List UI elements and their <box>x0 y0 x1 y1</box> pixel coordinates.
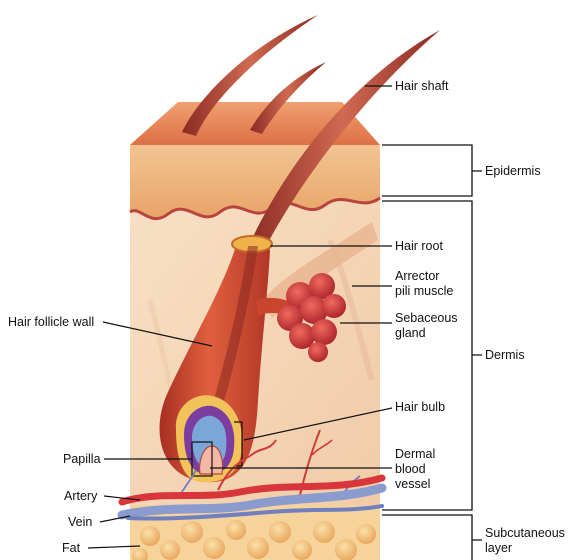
label-arrector-line2: pili muscle <box>395 284 453 298</box>
layer-brackets <box>382 145 482 560</box>
label-hair-shaft: Hair shaft <box>395 79 449 93</box>
label-sebaceous-line2: gland <box>395 326 426 340</box>
label-dermal-line1: Dermal <box>395 447 435 461</box>
label-subcutaneous-line1: Subcutaneous <box>485 526 565 540</box>
label-hair-bulb: Hair bulb <box>395 400 445 414</box>
label-subcutaneous-line2: layer <box>485 541 512 555</box>
label-sebaceous-line1: Sebaceous <box>395 311 458 325</box>
label-artery: Artery <box>64 489 98 503</box>
subcutaneous-bracket <box>382 515 482 560</box>
label-fat: Fat <box>62 541 81 555</box>
leader-vein <box>100 516 130 522</box>
label-papilla: Papilla <box>63 452 101 466</box>
epidermis-bracket <box>382 145 482 196</box>
label-vein: Vein <box>68 515 92 529</box>
label-dermal-line3: vessel <box>395 477 430 491</box>
label-epidermis: Epidermis <box>485 164 541 178</box>
label-arrector-line1: Arrector <box>395 269 439 283</box>
label-hair-root: Hair root <box>395 239 443 253</box>
label-dermal-line2: blood <box>395 462 426 476</box>
label-hair-follicle-wall: Hair follicle wall <box>8 315 94 329</box>
label-dermis: Dermis <box>485 348 525 362</box>
